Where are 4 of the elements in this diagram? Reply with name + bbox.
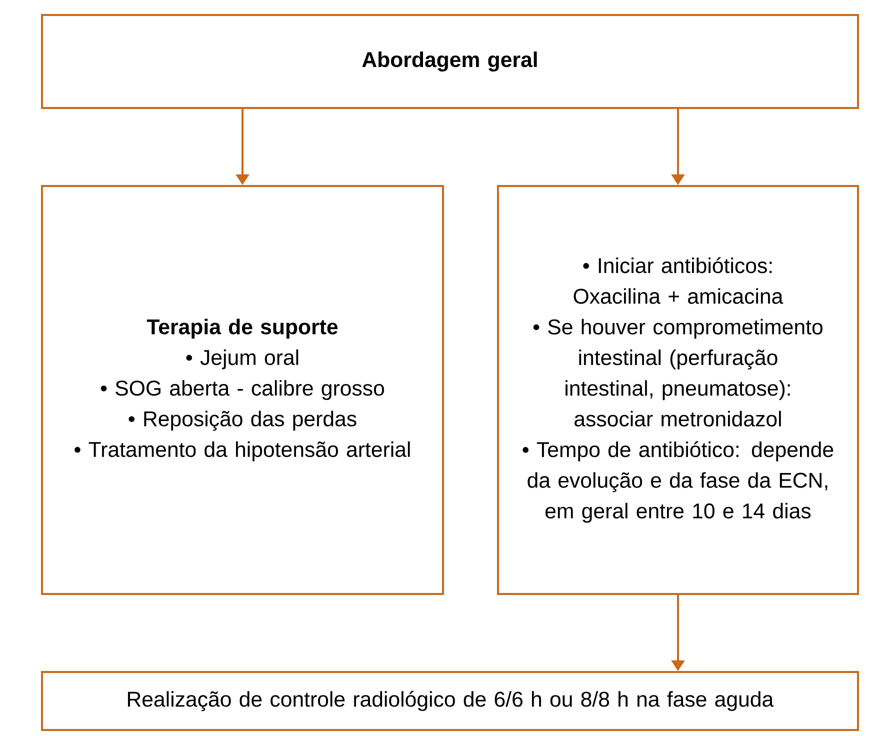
process-box: Abordagem geral [41, 14, 860, 109]
process-box: • Iniciar antibióticos: Oxacilina + amicacina • Se houver comprometimento intestinal (perfuração intestinal, pneumatose): associar metronidazol • Tempo de antibiótico: depende da evolução e da fase da ECN, em geral entre 10 e 14 dias [497, 185, 860, 595]
process-box: Realização de controle radiológico de 6/6 h ou 8/8 h na fase aguda [41, 671, 860, 731]
process-box: Terapia de suporte • Jejum oral • SOG aberta - calibre grosso • Reposição das perdas • Tratamento da hipotensão arterial [41, 185, 444, 595]
